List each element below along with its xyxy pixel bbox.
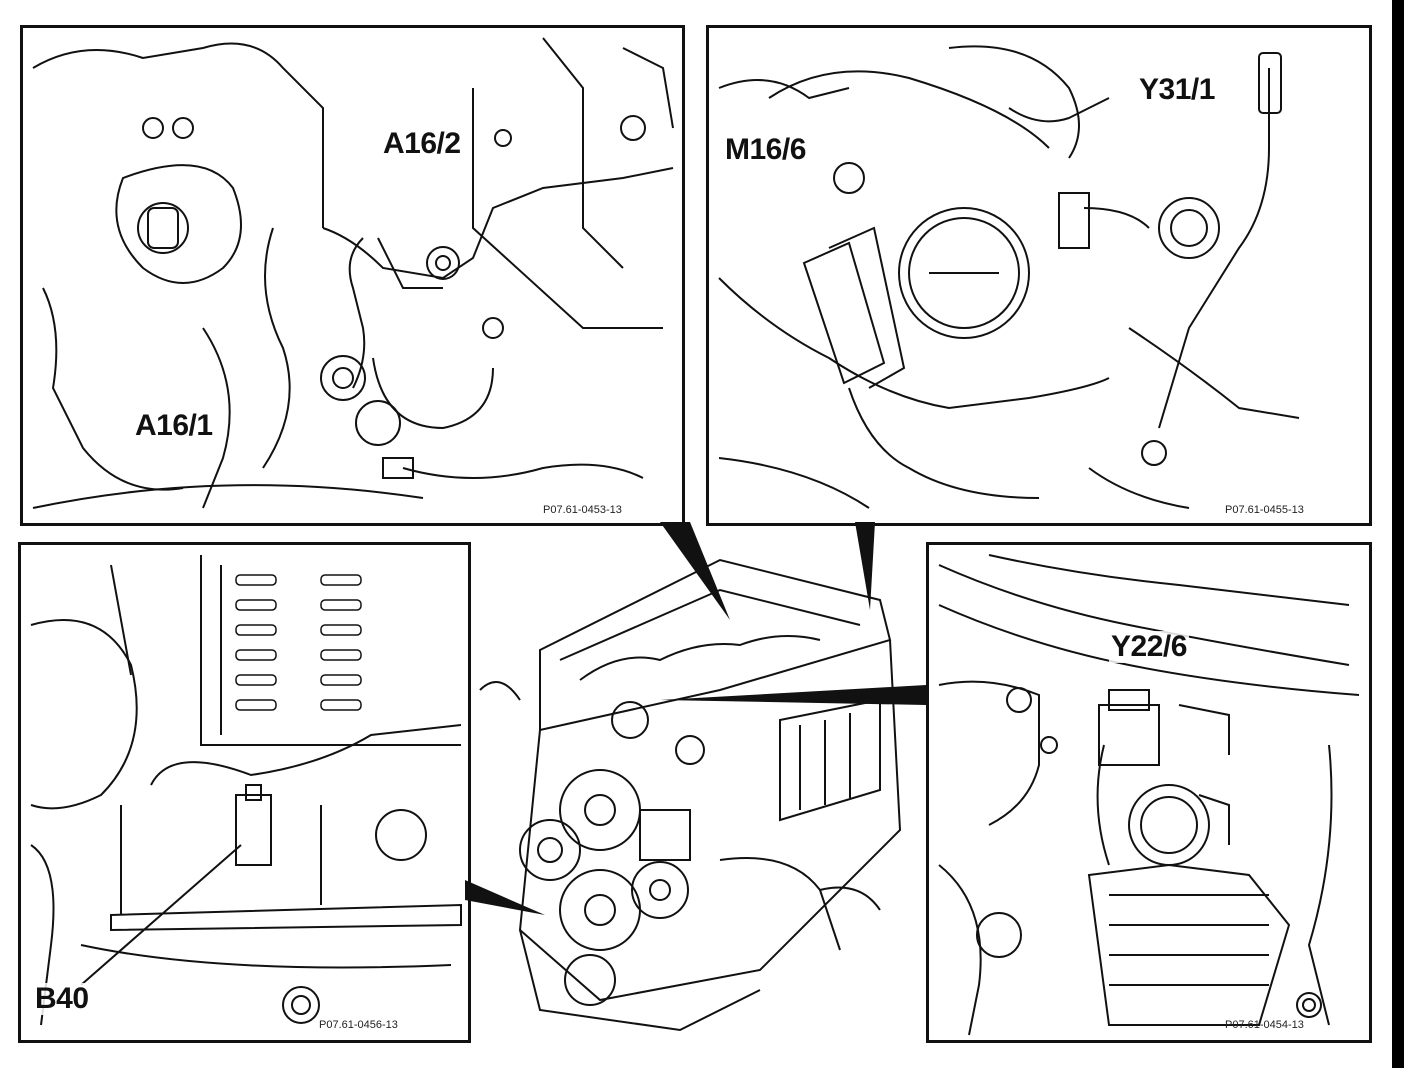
label-y31-1: Y31/1 bbox=[1137, 73, 1217, 106]
panel-knock-sensors: A16/2 A16/1 P07.61-0453-13 bbox=[20, 25, 685, 526]
engine-overview-drawing bbox=[479, 558, 902, 1032]
knock-sensor-drawing bbox=[32, 37, 674, 509]
throttle-drawing bbox=[718, 45, 1300, 509]
figure-code: P07.61-0455-13 bbox=[1225, 504, 1304, 516]
intake-valve-drawing bbox=[938, 554, 1360, 1036]
figure-code: P07.61-0454-13 bbox=[1225, 1019, 1304, 1031]
panel-intake-valve: Y22/6 P07.61-0454-13 bbox=[926, 542, 1372, 1043]
label-b40: B40 bbox=[33, 982, 91, 1015]
label-a16-1: A16/1 bbox=[133, 409, 215, 442]
label-a16-2: A16/2 bbox=[381, 127, 463, 160]
figure-code: P07.61-0456-13 bbox=[319, 1019, 398, 1031]
label-y22-6: Y22/6 bbox=[1109, 630, 1189, 663]
oil-sensor-drawing bbox=[30, 555, 462, 1026]
panel-oil-sensor: B40 P07.61-0456-13 bbox=[18, 542, 471, 1043]
page-edge bbox=[1392, 0, 1404, 1068]
figure-code: P07.61-0453-13 bbox=[543, 504, 622, 516]
panel-throttle: Y31/1 M16/6 P07.61-0455-13 bbox=[706, 25, 1372, 526]
label-m16-6: M16/6 bbox=[723, 133, 808, 166]
